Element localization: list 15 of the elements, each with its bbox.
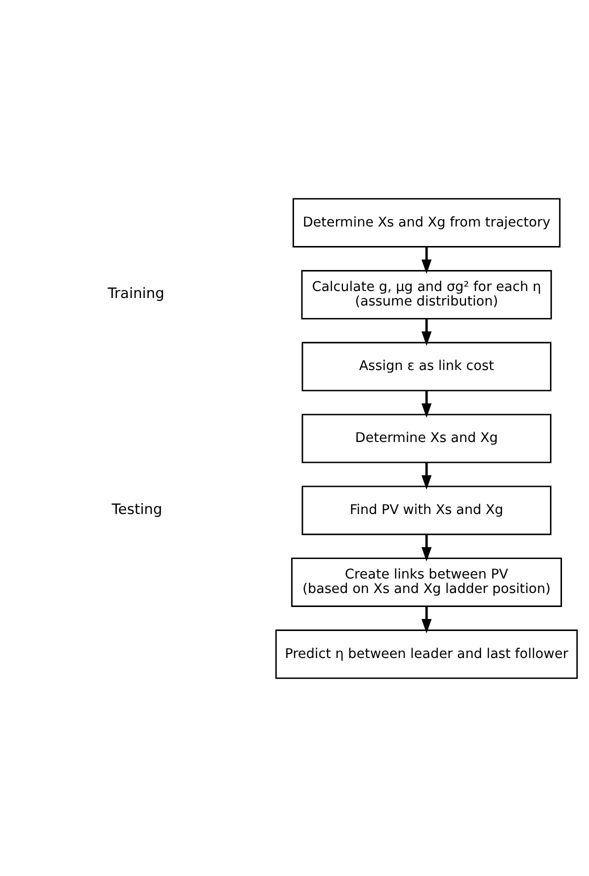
label: Training: [108, 286, 164, 302]
node-box: Find PV with Xs and Xg: [302, 485, 552, 535]
node-box: Determine Xs and Xg from trajectory: [292, 198, 561, 247]
arrow: [422, 390, 432, 418]
arrow: [422, 318, 432, 346]
node-box: Assign ε as link cost: [302, 341, 552, 391]
node-box: Calculate g, μg and σg² for each η (assume distribution): [301, 270, 552, 319]
node-box: Predict η between leader and last follower: [275, 629, 578, 678]
arrow: [422, 462, 432, 490]
arrow: [422, 534, 432, 562]
node-box: Create links between PV (based on Xs and Xg ladder position): [291, 557, 562, 606]
arrow: [422, 606, 432, 633]
node-box: Determine Xs and Xg: [302, 413, 552, 463]
arrow: [422, 246, 432, 274]
label: Testing: [112, 501, 162, 518]
